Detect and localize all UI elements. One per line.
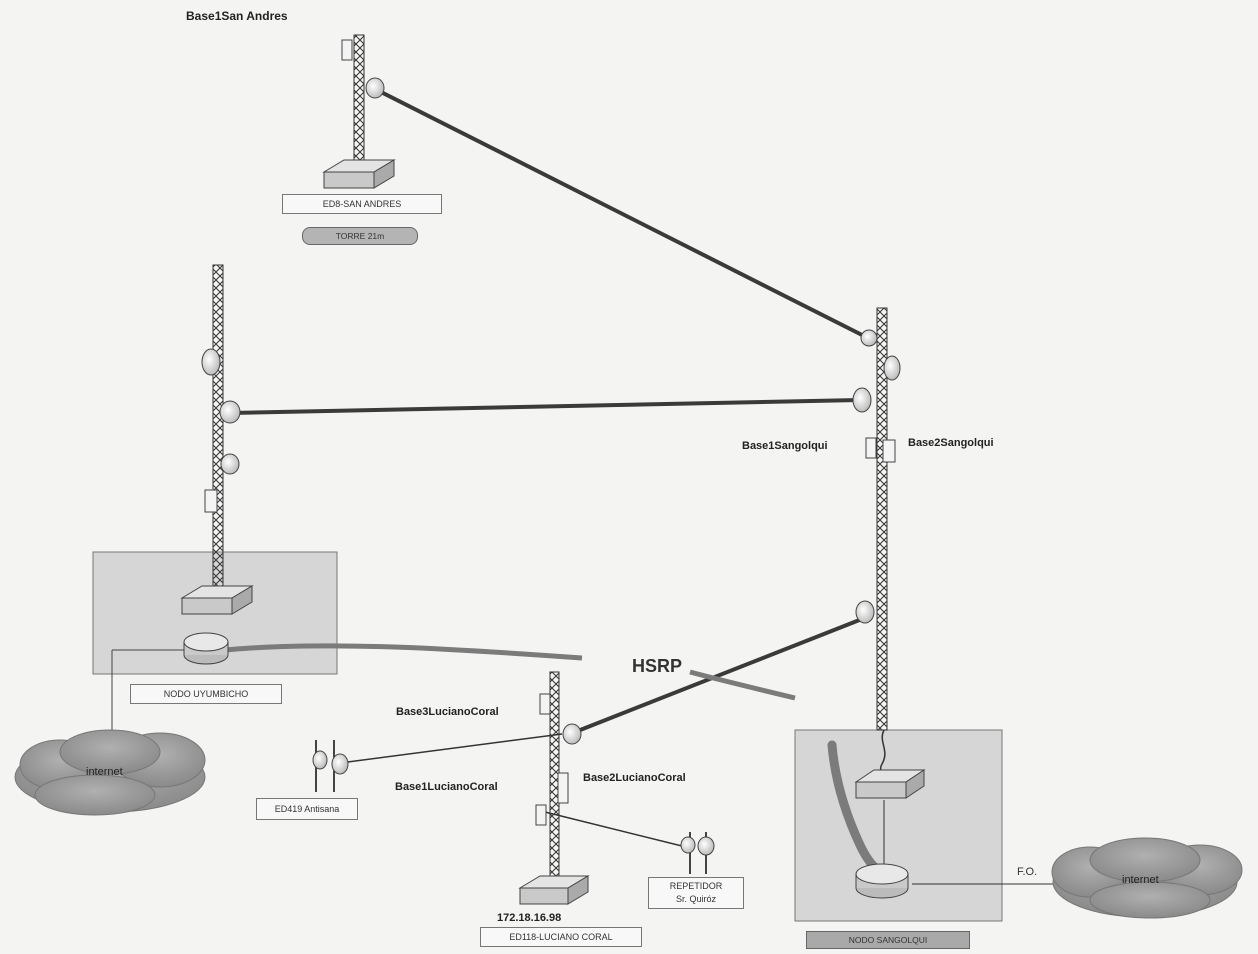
hsrp-link bbox=[225, 643, 583, 661]
link-antisana-lucianocoral bbox=[339, 733, 563, 764]
switch-uyumbicho bbox=[180, 585, 254, 615]
label-fo: F.O. bbox=[1017, 866, 1038, 878]
label-internet-left: internet bbox=[86, 766, 123, 778]
label-nodo-uyumbicho: NODO UYUMBICHO bbox=[130, 684, 282, 704]
switch-san-andres bbox=[322, 159, 396, 189]
label-nodo-sangolqui: NODO SANGOLQUI bbox=[806, 931, 970, 949]
label-repetidor: REPETIDOR Sr. Quiróz bbox=[648, 877, 744, 909]
tower-uyumbicho bbox=[204, 264, 224, 596]
label-internet-right: internet bbox=[1122, 874, 1159, 886]
tower-sangolqui bbox=[865, 307, 896, 731]
cloud-right bbox=[1051, 837, 1243, 919]
label-repetidor-subtitle: Sr. Quiróz bbox=[675, 894, 716, 904]
label-torre-21m: TORRE 21m bbox=[302, 227, 418, 245]
cloud-left bbox=[14, 729, 206, 816]
label-base1-san-andres: Base1San Andres bbox=[186, 9, 288, 23]
label-base2-sangolqui: Base2Sangolqui bbox=[908, 437, 994, 449]
label-base1-sangolqui: Base1Sangolqui bbox=[742, 440, 828, 452]
label-ed118-luciano-coral: ED118-LUCIANO CORAL bbox=[480, 927, 642, 947]
link-lucianocoral-repetidor bbox=[544, 811, 691, 849]
label-repetidor-title: REPETIDOR bbox=[669, 881, 723, 891]
hsrp-link-cross bbox=[689, 669, 796, 701]
switch-sangolqui bbox=[854, 769, 926, 799]
switch-luciano-coral bbox=[518, 875, 590, 905]
label-base1-luciano-coral: Base1LucianoCoral bbox=[395, 781, 498, 793]
router-sangolqui bbox=[855, 863, 909, 899]
tower-luciano-coral bbox=[535, 671, 569, 888]
link-sanandres-sangolqui bbox=[376, 88, 869, 340]
label-ed419-antisana: ED419 Antisana bbox=[256, 798, 358, 820]
label-base3-luciano-coral: Base3LucianoCoral bbox=[396, 706, 499, 718]
router-uyumbicho bbox=[183, 632, 229, 665]
tower-san-andres bbox=[341, 34, 365, 171]
link-uyumbicho-sangolqui bbox=[229, 398, 861, 415]
label-ed8-san-andres: ED8-SAN ANDRES bbox=[282, 194, 442, 214]
label-base2-luciano-coral: Base2LucianoCoral bbox=[583, 772, 686, 784]
dish-antennas bbox=[201, 77, 901, 856]
label-hsrp: HSRP bbox=[632, 656, 683, 676]
label-ip-address: 172.18.16.98 bbox=[497, 912, 562, 924]
